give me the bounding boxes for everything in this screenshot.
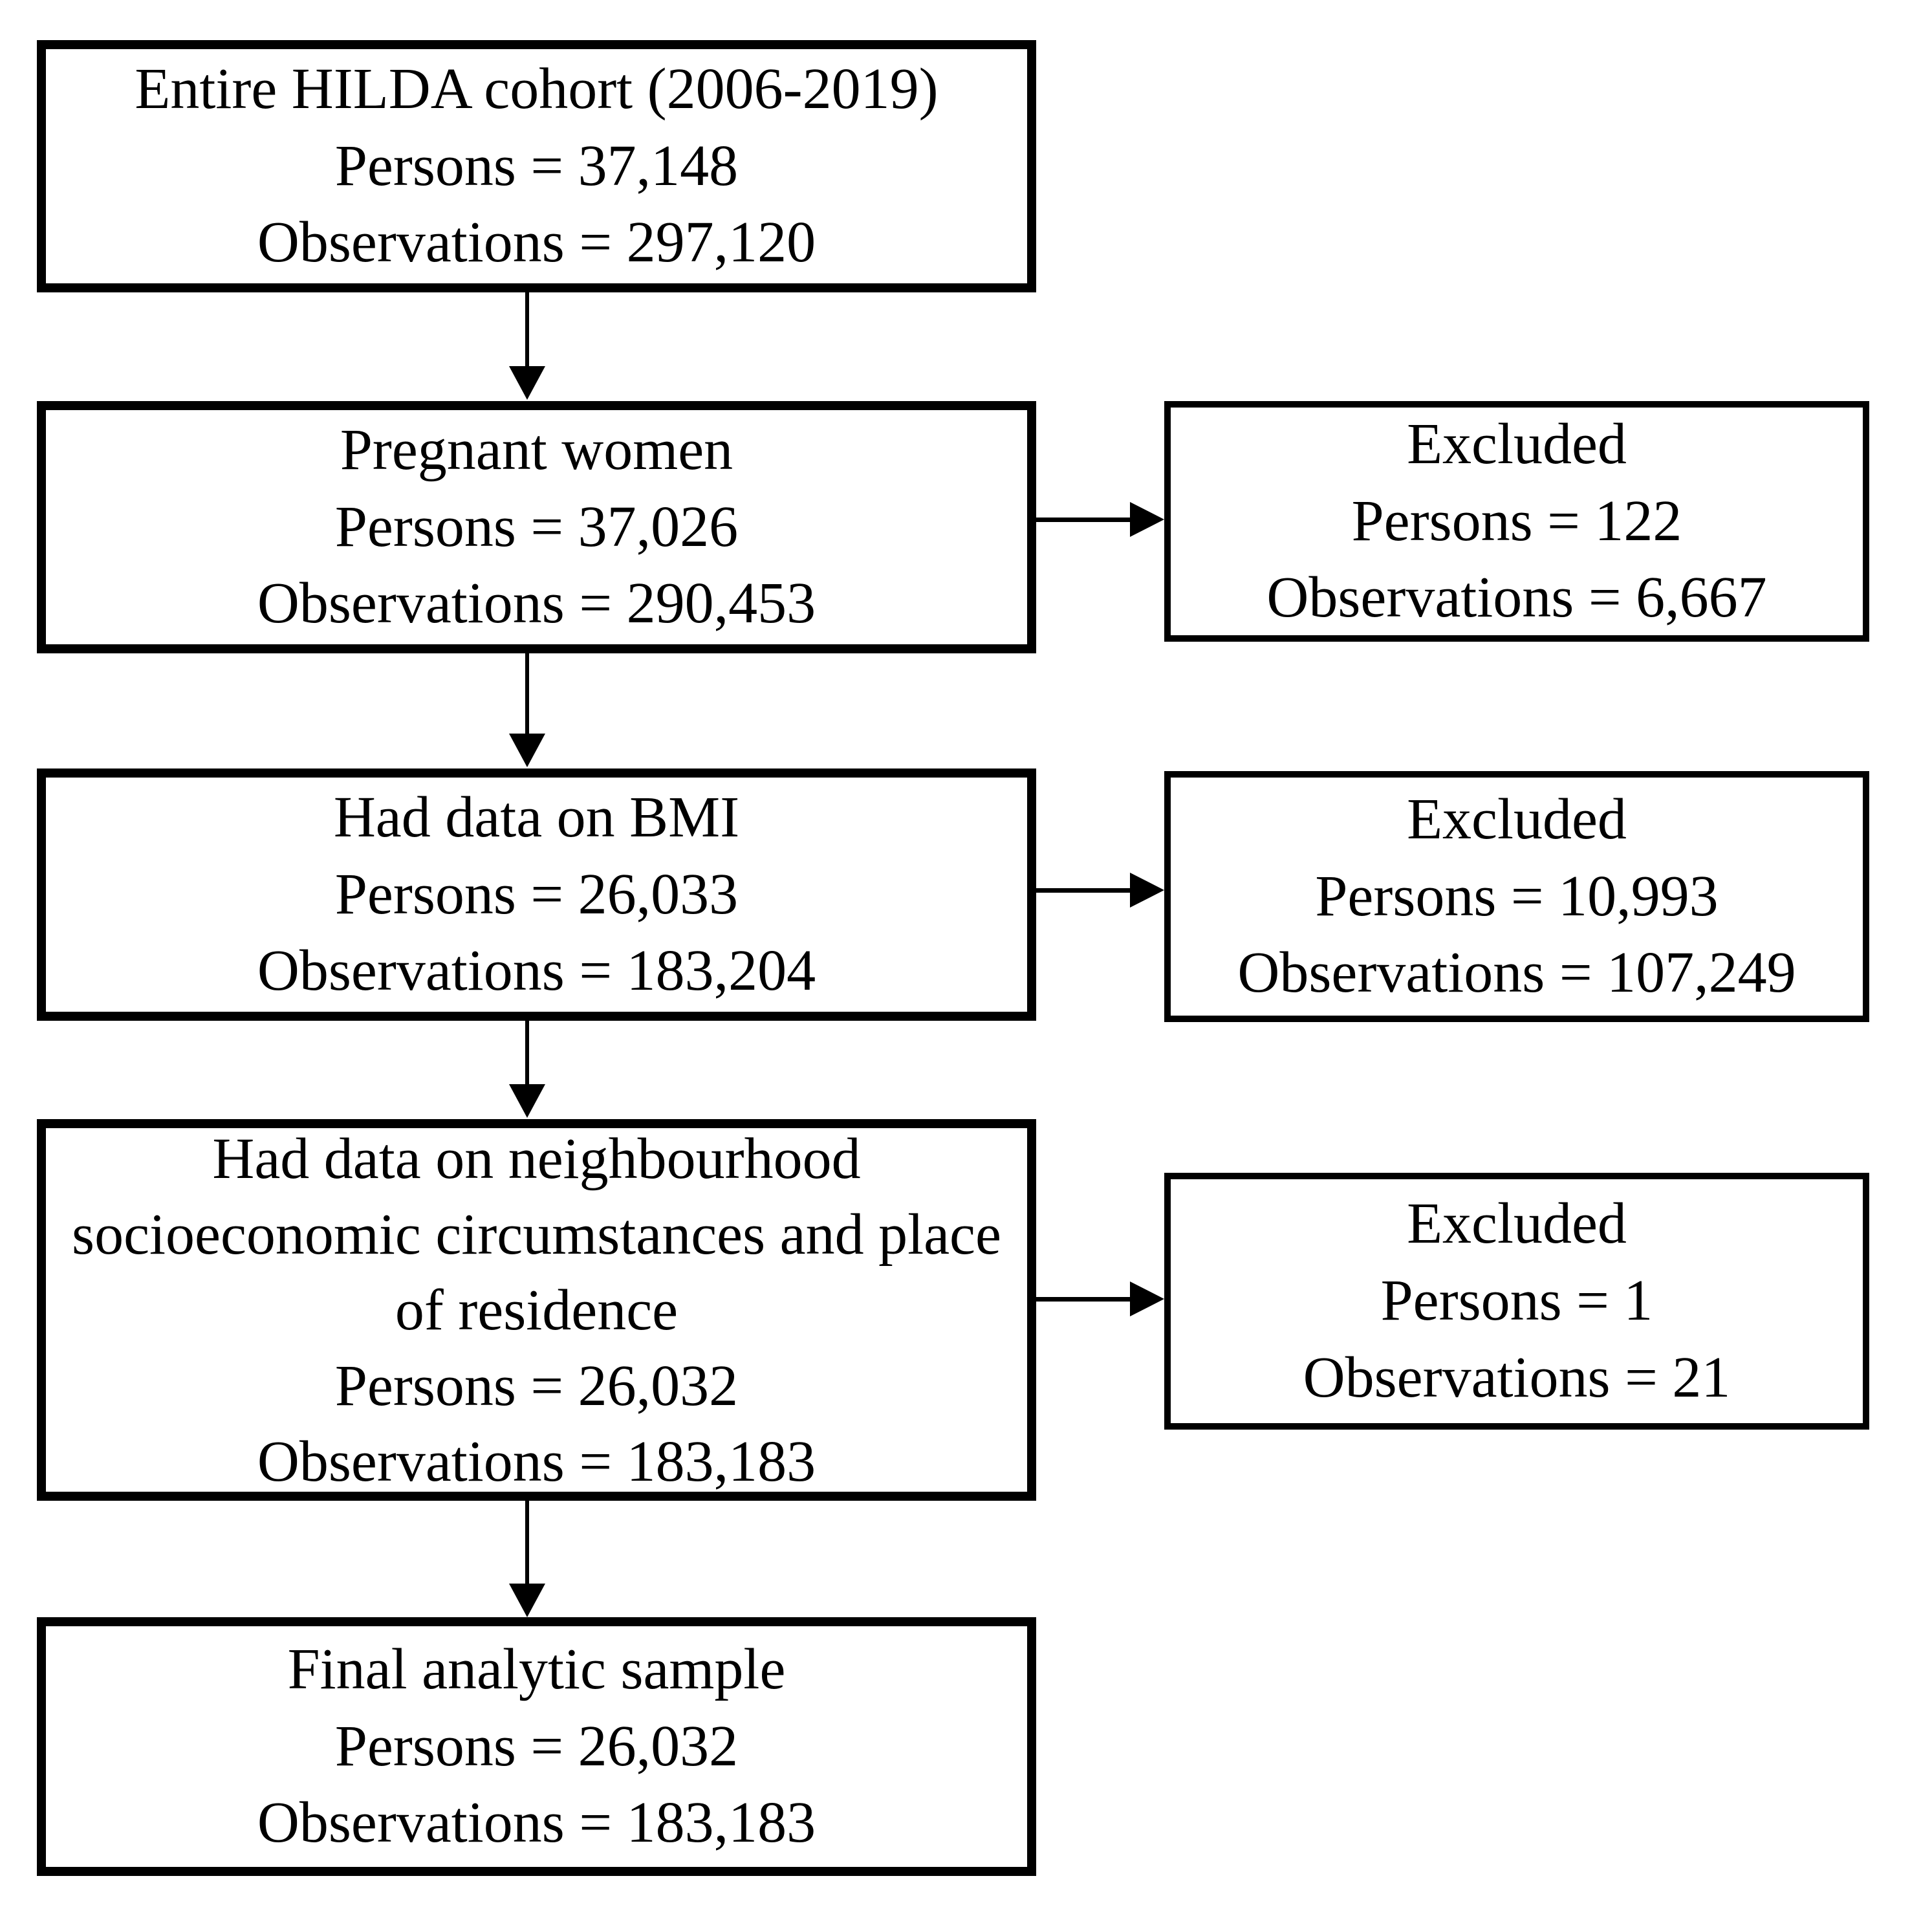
arrow-line — [525, 292, 529, 366]
observations-line: Observations = 290,453 — [257, 571, 816, 636]
box-title: Excluded — [1407, 787, 1627, 851]
persons-line: Persons = 37,148 — [334, 133, 739, 198]
observations-line: Observations = 6,667 — [1266, 565, 1767, 630]
arrow-pregnant-to-excluded-1 — [1036, 502, 1164, 537]
persons-line: Persons = 1 — [1380, 1269, 1653, 1333]
observations-line: Observations = 183,204 — [257, 939, 816, 1003]
flow-box-excluded-2: Excluded Persons = 10,993 Observations =… — [1164, 771, 1869, 1022]
observations-line: Observations = 183,183 — [257, 1429, 816, 1494]
arrow-neighbourhood-to-final — [509, 1499, 545, 1617]
observations-line: Observations = 107,249 — [1237, 941, 1796, 1005]
persons-line: Persons = 10,993 — [1315, 864, 1719, 928]
arrow-bmi-to-excluded-2 — [1036, 873, 1164, 908]
flow-box-excluded-1: Excluded Persons = 122 Observations = 6,… — [1164, 401, 1869, 642]
arrow-line — [525, 1021, 529, 1084]
arrow-line — [1036, 888, 1130, 893]
persons-line: Persons = 26,033 — [334, 862, 739, 926]
observations-line: Observations = 183,183 — [257, 1791, 816, 1855]
arrow-pregnant-to-bmi — [509, 653, 545, 767]
box-title: Pregnant women — [340, 417, 733, 482]
box-title: Final analytic sample — [287, 1637, 786, 1701]
arrow-down-icon — [509, 366, 545, 400]
flow-box-pregnant: Pregnant women Persons = 37,026 Observat… — [37, 401, 1036, 653]
flow-box-excluded-3: Excluded Persons = 1 Observations = 21 — [1164, 1173, 1869, 1430]
flow-box-cohort: Entire HILDA cohort (2006-2019) Persons … — [37, 40, 1036, 292]
arrow-line — [525, 653, 529, 734]
box-title: Had data on neighbourhood socioeconomic … — [72, 1126, 1001, 1342]
arrow-bmi-to-neighbourhood — [509, 1021, 545, 1118]
arrow-right-icon — [1130, 873, 1164, 908]
flow-box-neighbourhood: Had data on neighbourhood socioeconomic … — [37, 1119, 1036, 1501]
box-title: Had data on BMI — [333, 785, 740, 849]
arrow-line — [1036, 1297, 1130, 1302]
arrow-line — [525, 1499, 529, 1584]
arrow-down-icon — [509, 734, 545, 767]
box-title: Excluded — [1407, 1192, 1627, 1256]
flow-box-bmi: Had data on BMI Persons = 26,033 Observa… — [37, 768, 1036, 1021]
arrow-neighbourhood-to-excluded-3 — [1036, 1281, 1164, 1316]
arrow-line — [1036, 518, 1130, 522]
observations-line: Observations = 297,120 — [257, 210, 816, 275]
arrow-cohort-to-pregnant — [509, 292, 545, 400]
persons-line: Persons = 37,026 — [334, 494, 739, 559]
persons-line: Persons = 122 — [1351, 488, 1682, 553]
persons-line: Persons = 26,032 — [334, 1714, 739, 1778]
observations-line: Observations = 21 — [1303, 1345, 1731, 1410]
box-title: Excluded — [1407, 411, 1627, 476]
arrow-right-icon — [1130, 1281, 1164, 1316]
arrow-right-icon — [1130, 502, 1164, 537]
arrow-down-icon — [509, 1084, 545, 1118]
arrow-down-icon — [509, 1584, 545, 1617]
persons-line: Persons = 26,032 — [334, 1353, 739, 1418]
box-title: Entire HILDA cohort (2006-2019) — [135, 56, 939, 121]
flow-box-final: Final analytic sample Persons = 26,032 O… — [37, 1617, 1036, 1876]
